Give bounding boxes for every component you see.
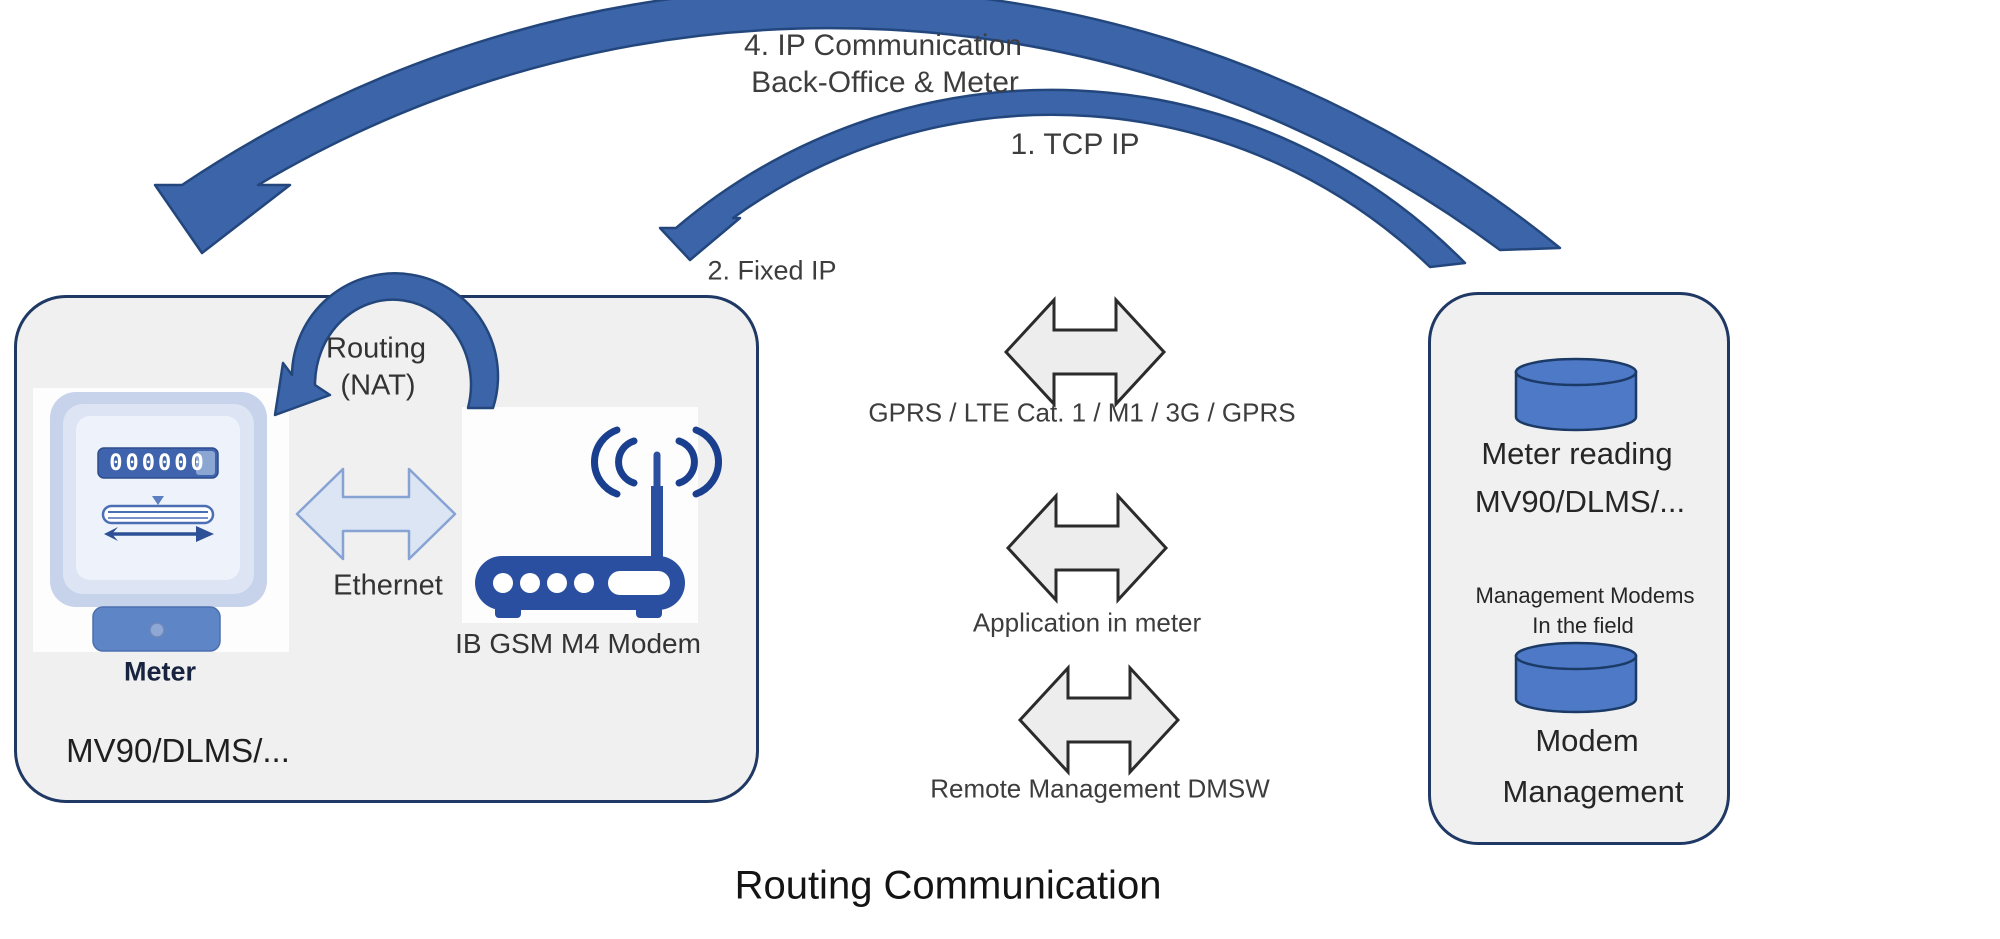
meter-base-screw-icon (149, 622, 165, 638)
modem-management-label-line1: Modem (1535, 723, 1639, 758)
meter-register-last-digit-cell (196, 451, 215, 475)
gsm-modem-icon (475, 426, 723, 618)
meter-arrow-tail-icon (104, 527, 118, 541)
modem-led (574, 573, 594, 593)
link-label-remote-mgmt: Remote Management DMSW (930, 773, 1270, 804)
modem-management-database-icon (1514, 641, 1638, 714)
diagram-title: Routing Communication (734, 863, 1162, 908)
tcp-ip-curved-arrow (658, 88, 1467, 269)
modem-led (547, 573, 567, 593)
cylinder-top (1514, 641, 1638, 671)
gsm-modem-label: IB GSM M4 Modem (455, 628, 701, 659)
management-modems-label-line2: In the field (1532, 613, 1634, 638)
cylinder-body (1514, 370, 1638, 432)
wifi-wave-icon (590, 426, 621, 498)
nat-label: (NAT) (340, 369, 416, 402)
application-double-arrow-icon (1005, 492, 1169, 604)
meter-reading-label-line1: Meter reading (1481, 436, 1673, 471)
meter-reading-label-line2: MV90/DLMS/... (1474, 484, 1686, 519)
meter-arrow-head-icon (196, 526, 214, 542)
wifi-wave-icon (692, 426, 723, 498)
meter-register-digits: 000000 (109, 451, 206, 476)
routing-nat-arc-arrow (273, 272, 500, 417)
meter-pointer-icon (152, 496, 164, 505)
meter-label: Meter (123, 656, 197, 687)
ethernet-label: Ethernet (333, 569, 443, 602)
wifi-wave-icon (615, 437, 638, 487)
wifi-wave-icon (675, 437, 698, 487)
link-label-application: Application in meter (972, 607, 1202, 638)
ethernet-double-arrow-icon (295, 467, 457, 561)
ip-communication-label-line1: 4. IP Communication (744, 29, 1022, 62)
meter-register-window (97, 447, 219, 479)
modem-led (520, 573, 540, 593)
ip-communication-label-line2: Back-Office & Meter (751, 66, 1019, 99)
left-protocols-label: MV90/DLMS/... (66, 732, 290, 769)
routing-label: Routing (326, 332, 426, 365)
gprs-double-arrow-icon (1003, 296, 1167, 408)
meter-reading-database-icon (1514, 357, 1638, 432)
ip-communication-curved-arrow (153, 0, 1562, 255)
meter-drum (101, 504, 215, 525)
fixed-ip-label: 2. Fixed IP (707, 255, 837, 286)
meter-illustration: 000000 (50, 392, 267, 652)
modem-display (608, 571, 670, 595)
link-label-gprs: GPRS / LTE Cat. 1 / M1 / 3G / GPRS (868, 397, 1296, 428)
cylinder-top (1514, 357, 1638, 387)
tcp-ip-label: 1. TCP IP (1010, 128, 1140, 161)
remote-mgmt-double-arrow-icon (1017, 664, 1181, 776)
cylinder-body (1514, 654, 1638, 714)
modem-led (493, 573, 513, 593)
management-modems-label-line1: Management Modems (1475, 583, 1695, 608)
modem-management-label-line2: Management (1502, 774, 1684, 809)
